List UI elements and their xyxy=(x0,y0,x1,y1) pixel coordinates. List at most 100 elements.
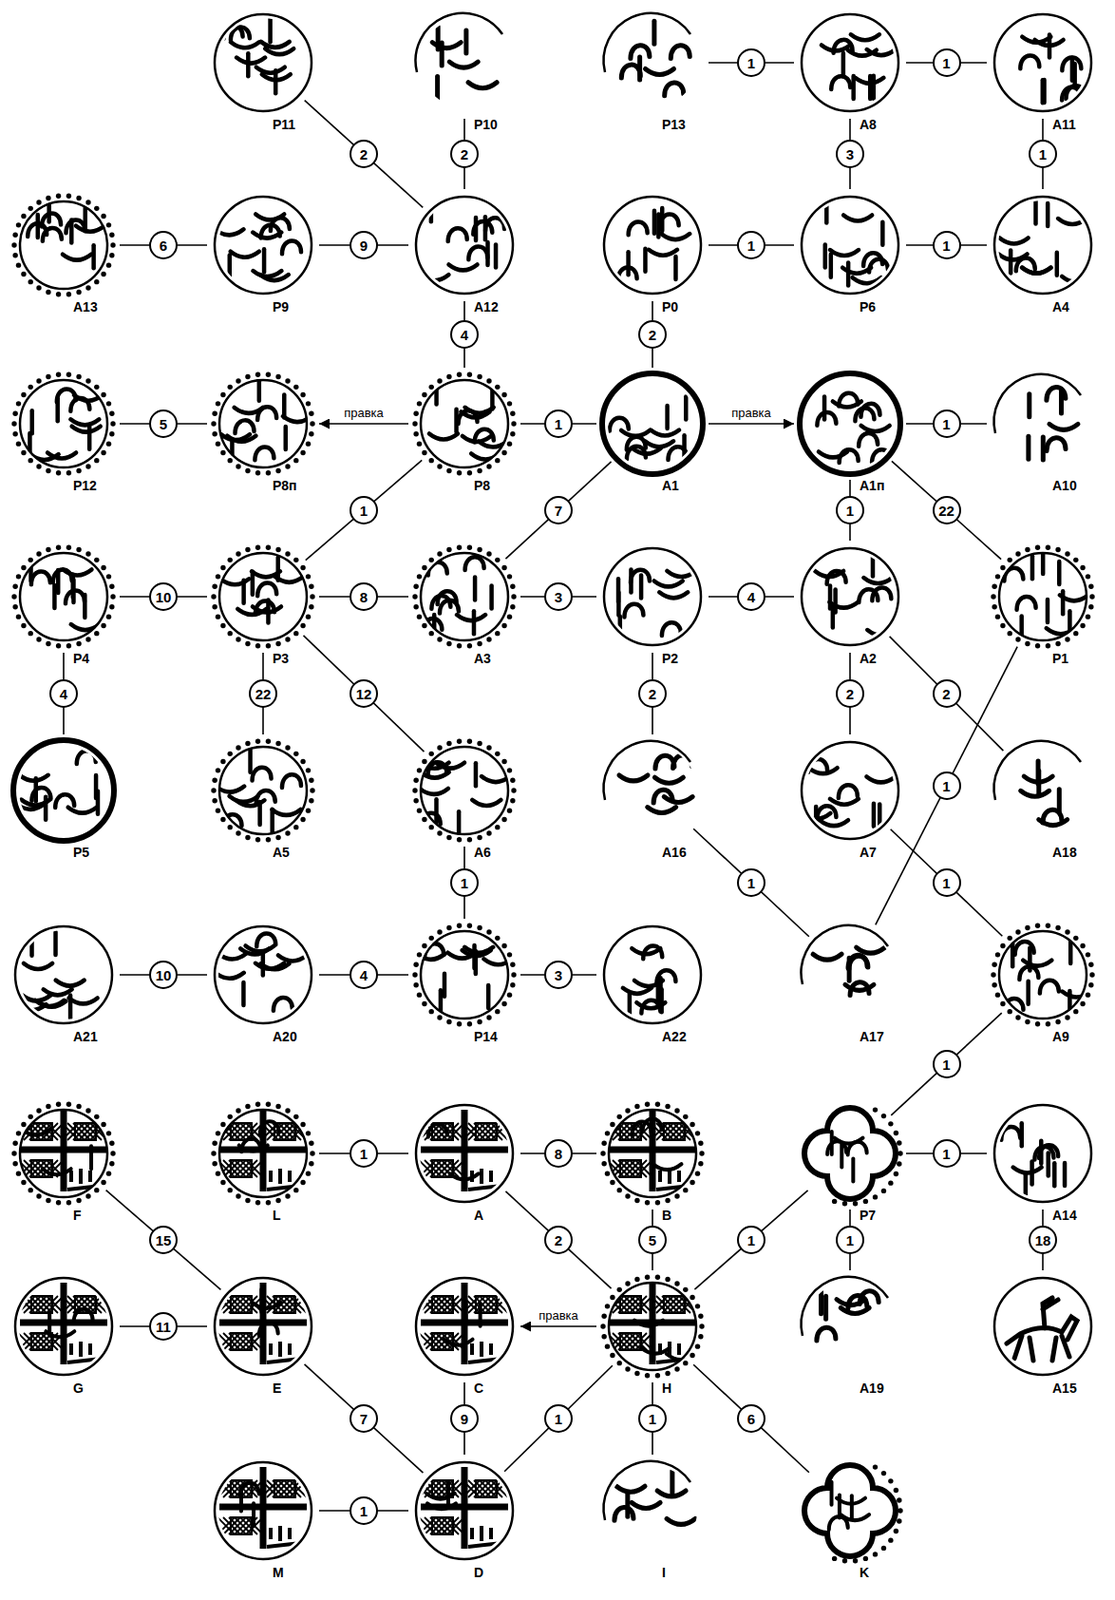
coin-glyph xyxy=(429,198,435,222)
coin-dot xyxy=(100,450,106,455)
coin-dot xyxy=(995,573,1001,579)
coin-label: A18 xyxy=(1050,845,1079,860)
coin-dot xyxy=(109,431,114,436)
coin-glyph xyxy=(1068,940,1074,964)
coin-node: I xyxy=(598,1455,707,1565)
coin-label: P13 xyxy=(660,117,688,133)
coin-glyph xyxy=(486,984,492,1008)
coin-glyph xyxy=(832,588,838,612)
coin-dot xyxy=(634,1103,640,1109)
coin-art xyxy=(604,926,701,1023)
link-count: 1 xyxy=(932,409,962,438)
coin-dot xyxy=(476,740,482,746)
coin-dot xyxy=(100,565,106,570)
coin-dot xyxy=(644,1101,650,1107)
coin-image xyxy=(988,542,1097,651)
coin-cross xyxy=(19,1109,108,1191)
coin-inscription xyxy=(217,1282,307,1364)
coin-glyph xyxy=(642,248,648,272)
coin-dot xyxy=(220,565,226,570)
coin-dot xyxy=(1073,935,1078,941)
coin-image xyxy=(208,736,318,845)
coin-dot xyxy=(305,613,311,619)
coin-glyph xyxy=(46,198,52,222)
coin-outline xyxy=(420,552,509,641)
coin-glyph xyxy=(822,396,828,420)
coin-glyph xyxy=(444,1339,473,1345)
coin-dot xyxy=(265,545,271,550)
coin-dot xyxy=(20,213,26,219)
coin-dot xyxy=(211,431,217,436)
coin-dot xyxy=(56,545,61,550)
coin-glyph xyxy=(464,946,493,953)
coin-dot xyxy=(413,797,418,803)
coin-glyph xyxy=(827,1140,847,1154)
coin-dot xyxy=(689,1179,695,1185)
coin-dot xyxy=(436,1014,442,1020)
coin-dot xyxy=(467,738,473,744)
coin-glyph xyxy=(69,220,75,244)
coin-knot-hatch xyxy=(491,1295,509,1313)
coin-glyph xyxy=(663,796,693,803)
coin-edge xyxy=(415,13,503,73)
coin-dot xyxy=(300,1121,305,1127)
coin-glyph xyxy=(42,227,62,242)
coin-dot xyxy=(300,623,305,628)
coin-dot xyxy=(467,642,473,648)
coin-cross xyxy=(219,1109,307,1191)
coin-knot-hatch xyxy=(679,1122,697,1140)
coin-dot xyxy=(624,1280,630,1286)
coin-dot xyxy=(698,1333,703,1339)
coin-label: A11 xyxy=(1050,117,1078,133)
link-count: 1 xyxy=(349,1138,378,1168)
coin-outline xyxy=(19,379,108,468)
coin-dot xyxy=(1000,1001,1005,1006)
coin-dot xyxy=(1088,604,1094,609)
coin-outline xyxy=(19,552,108,641)
coin-dot xyxy=(842,1557,848,1563)
coin-edge xyxy=(604,1460,691,1520)
coin-label: E xyxy=(270,1380,284,1396)
link-count: 3 xyxy=(544,960,573,989)
coin-dot xyxy=(305,573,311,579)
coin-dot xyxy=(413,604,418,609)
coin-image xyxy=(795,8,905,117)
coin-node: P8 xyxy=(410,369,519,478)
coin-dot xyxy=(210,420,216,426)
coin-dot xyxy=(467,545,473,550)
coin-node: P10 xyxy=(410,8,519,117)
die-link-line xyxy=(694,1190,808,1289)
coin-dot xyxy=(220,1179,226,1185)
coin-dot xyxy=(85,1192,91,1198)
coin-glyph xyxy=(473,950,479,974)
coin-dot xyxy=(20,271,26,277)
coin-glyph xyxy=(270,217,290,231)
coin-dot xyxy=(609,1121,615,1127)
coin-outline xyxy=(604,548,701,645)
coin-node: P11 xyxy=(208,8,318,117)
coin-label: A xyxy=(472,1208,486,1223)
coin-dot xyxy=(109,252,114,258)
coin-dot xyxy=(421,392,427,397)
coin-dot xyxy=(211,1160,217,1166)
coin-glyph xyxy=(215,786,245,793)
coin-dot xyxy=(56,470,61,475)
coin-dot xyxy=(695,1170,700,1175)
coin-art xyxy=(604,548,701,645)
die-link-line xyxy=(520,1152,597,1154)
coin-dot xyxy=(896,1139,902,1145)
coin-glyph xyxy=(645,69,675,76)
coin-dot xyxy=(28,206,34,211)
coin-node: A7 xyxy=(795,736,905,845)
coin-label: A20 xyxy=(270,1029,300,1044)
coin-glyph xyxy=(843,215,872,222)
coin-dot xyxy=(45,1103,51,1109)
coin-glyph xyxy=(234,407,264,414)
coin-glyph xyxy=(830,798,859,805)
coin-glyph xyxy=(652,210,658,234)
coin-glyph xyxy=(667,446,687,460)
coin-glyph xyxy=(224,25,244,39)
coin-glyph xyxy=(449,264,478,270)
coin-label: P1 xyxy=(1050,651,1071,666)
